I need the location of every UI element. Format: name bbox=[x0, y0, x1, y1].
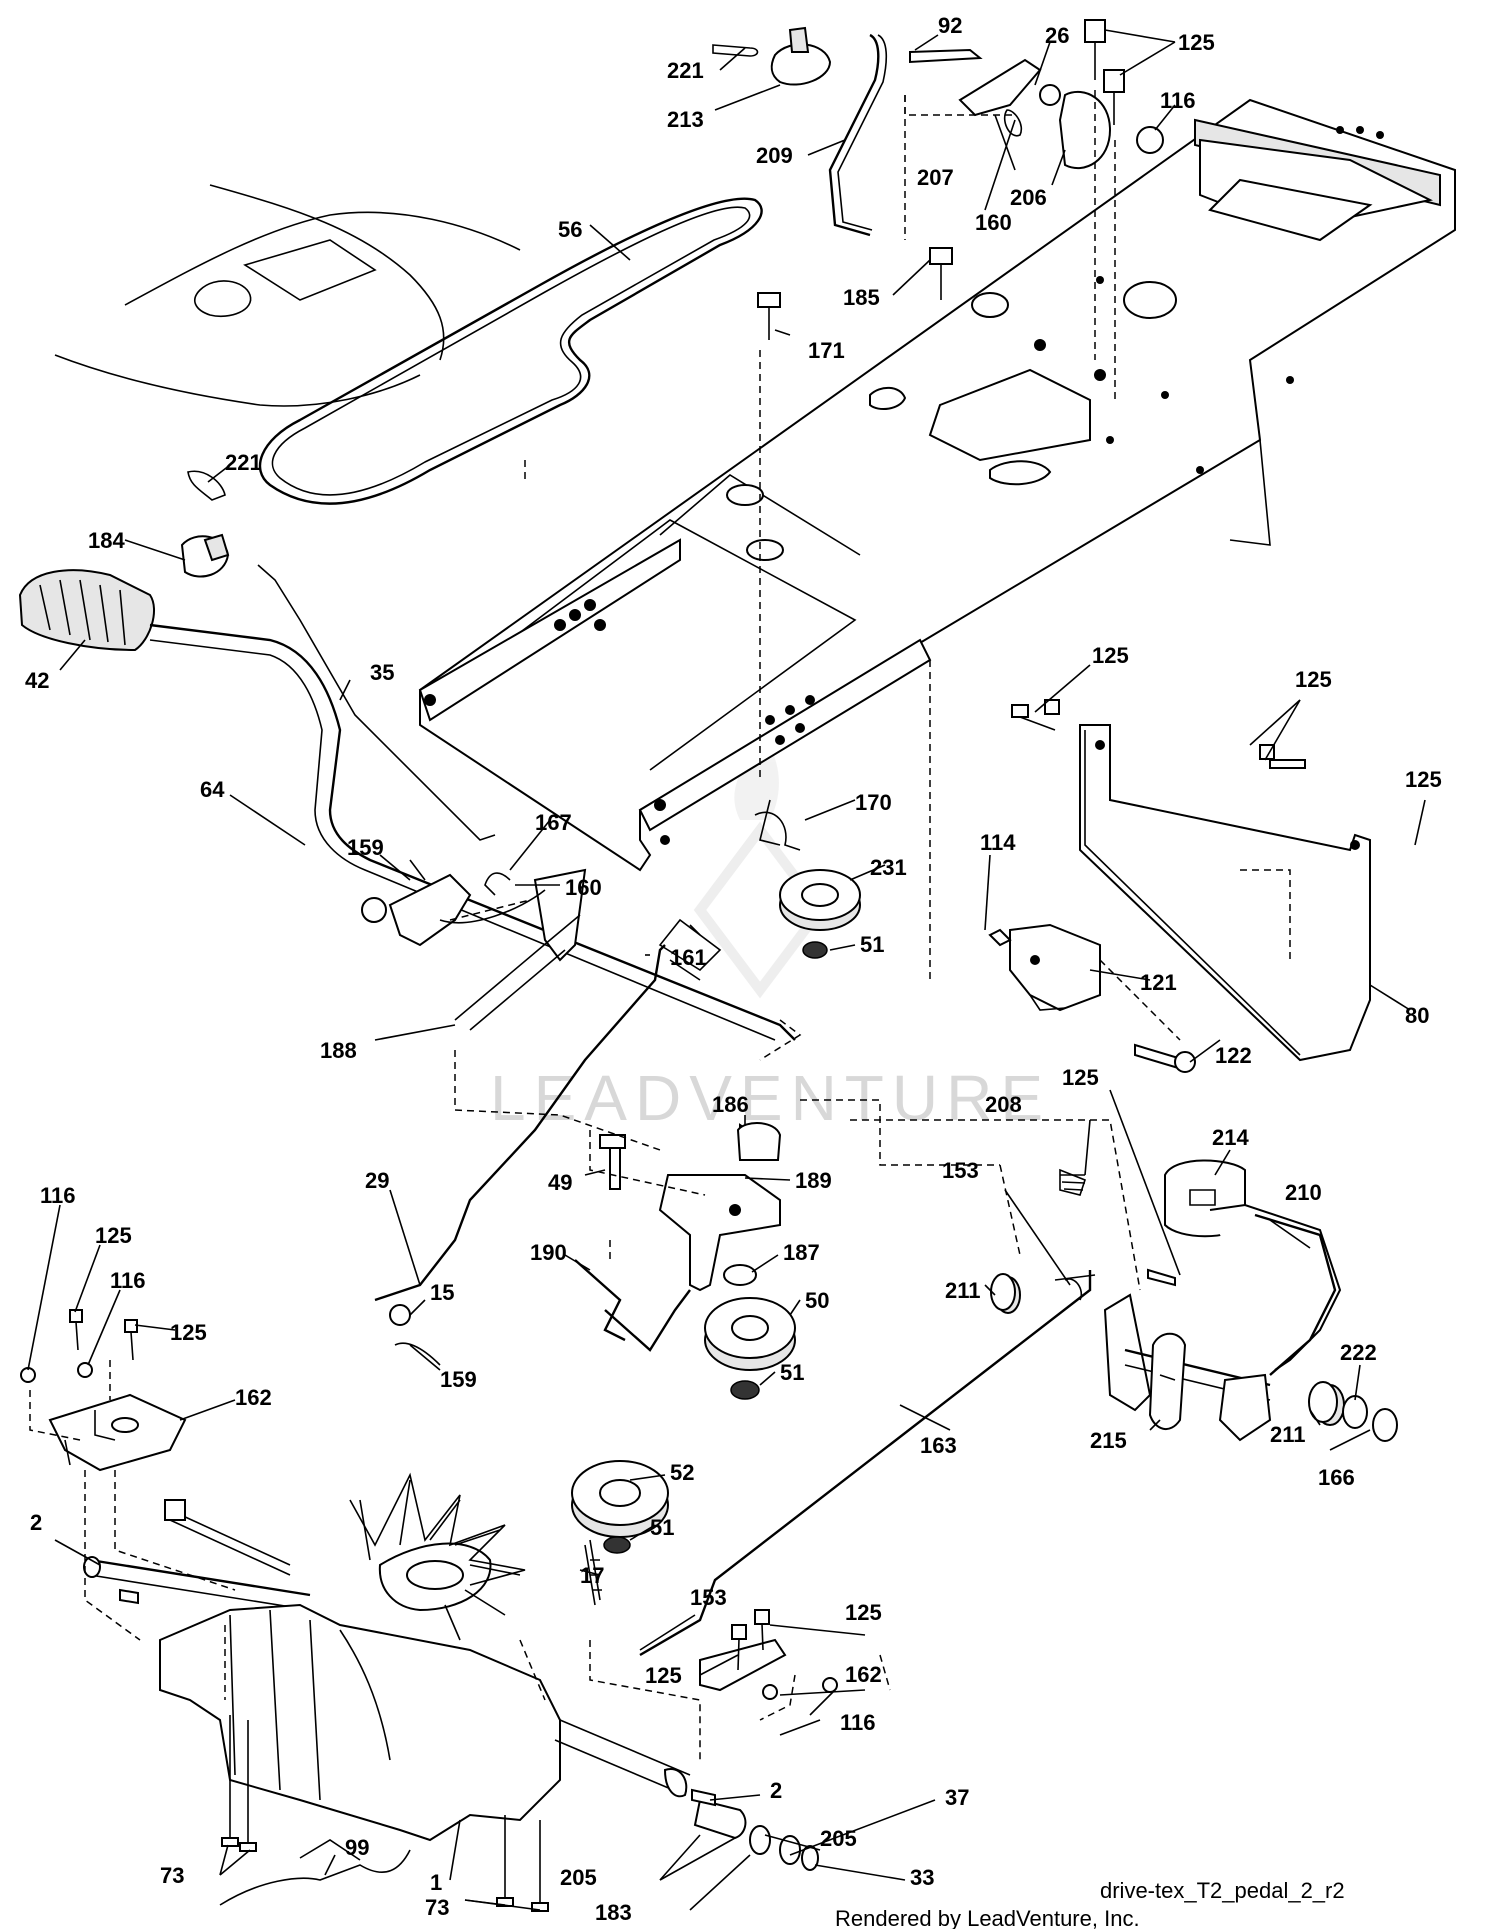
callout-209: 209 bbox=[756, 143, 793, 168]
callout-184: 184 bbox=[88, 528, 125, 553]
callout-15: 15 bbox=[430, 1280, 454, 1305]
callout-121: 121 bbox=[1140, 970, 1177, 995]
callout-125-b1: 125 bbox=[845, 1600, 882, 1625]
callout-153-low: 153 bbox=[690, 1585, 727, 1610]
callout-160-top: 160 bbox=[975, 210, 1012, 235]
callout-222: 222 bbox=[1340, 1340, 1377, 1365]
callout-210: 210 bbox=[1285, 1180, 1322, 1205]
callout-183: 183 bbox=[595, 1900, 632, 1925]
callout-64: 64 bbox=[200, 777, 225, 802]
callout-160-mid: 160 bbox=[565, 875, 602, 900]
callout-125-b2: 125 bbox=[645, 1663, 682, 1688]
callout-125-r3: 125 bbox=[1405, 767, 1442, 792]
callout-125-r1: 125 bbox=[1092, 643, 1129, 668]
callout-190: 190 bbox=[530, 1240, 567, 1265]
callout-35: 35 bbox=[370, 660, 394, 685]
transaxle-assembly bbox=[83, 1472, 819, 1912]
callout-171: 171 bbox=[808, 338, 845, 363]
callout-205-left: 205 bbox=[560, 1865, 597, 1890]
callout-125-top: 125 bbox=[1178, 30, 1215, 55]
shift-lever-assembly bbox=[712, 19, 1164, 340]
callout-221-left: 221 bbox=[225, 450, 262, 475]
callout-125-l1: 125 bbox=[95, 1223, 132, 1248]
callout-206: 206 bbox=[1010, 185, 1047, 210]
callout-80: 80 bbox=[1405, 1003, 1429, 1028]
callout-213: 213 bbox=[667, 107, 704, 132]
deck-body-outline bbox=[54, 184, 521, 407]
callout-2-right: 2 bbox=[770, 1778, 782, 1803]
pedal-assembly bbox=[990, 1159, 1398, 1442]
callout-37: 37 bbox=[945, 1785, 969, 1810]
callout-labels: 221 213 209 92 26 125 116 207 160 206 56… bbox=[25, 13, 1442, 1925]
callout-73-bottom: 73 bbox=[425, 1895, 449, 1920]
callout-99: 99 bbox=[345, 1835, 369, 1860]
callout-162-right: 162 bbox=[845, 1662, 882, 1687]
callout-159-mid: 159 bbox=[347, 835, 384, 860]
callout-166: 166 bbox=[1318, 1465, 1355, 1490]
callout-52: 52 bbox=[670, 1460, 694, 1485]
callout-17: 17 bbox=[580, 1563, 604, 1588]
callout-51-mid: 51 bbox=[780, 1360, 804, 1385]
callout-73-left: 73 bbox=[160, 1863, 184, 1888]
callout-159-low: 159 bbox=[440, 1367, 477, 1392]
callout-42: 42 bbox=[25, 668, 49, 693]
callout-211-left: 211 bbox=[945, 1278, 981, 1303]
rendered-by-credit: Rendered by LeadVenture, Inc. bbox=[835, 1906, 1140, 1929]
alignment-lines bbox=[29, 90, 1291, 1760]
callout-207: 207 bbox=[917, 165, 954, 190]
callout-116-l1: 116 bbox=[40, 1183, 76, 1208]
callout-29: 29 bbox=[365, 1168, 389, 1193]
drawing-id: drive-tex_T2_pedal_2_r2 bbox=[1100, 1878, 1345, 1903]
callout-116-l2: 116 bbox=[110, 1268, 146, 1293]
callout-49: 49 bbox=[548, 1170, 572, 1195]
frame-chassis bbox=[418, 98, 1456, 872]
callout-187: 187 bbox=[783, 1240, 820, 1265]
callout-92: 92 bbox=[938, 13, 962, 38]
callout-1: 1 bbox=[430, 1870, 442, 1895]
callout-125-r2: 125 bbox=[1295, 667, 1332, 692]
watermark-text: LEADVENTURE bbox=[490, 1062, 1051, 1134]
callout-211-right: 211 bbox=[1270, 1422, 1306, 1447]
drive-belt bbox=[258, 197, 763, 505]
callout-33: 33 bbox=[910, 1865, 934, 1890]
callout-162-left: 162 bbox=[235, 1385, 272, 1410]
callout-208: 208 bbox=[985, 1092, 1022, 1117]
callout-51-top: 51 bbox=[860, 932, 884, 957]
rear-bracket-assembly bbox=[988, 699, 1371, 1073]
callout-188: 188 bbox=[320, 1038, 357, 1063]
callout-186: 186 bbox=[712, 1092, 749, 1117]
callout-2-left: 2 bbox=[30, 1510, 42, 1535]
callout-189: 189 bbox=[795, 1168, 832, 1193]
callout-125-l2: 125 bbox=[170, 1320, 207, 1345]
callout-51-low: 51 bbox=[650, 1515, 674, 1540]
callout-231: 231 bbox=[870, 855, 907, 880]
callout-50: 50 bbox=[805, 1288, 829, 1313]
leader-lines bbox=[27, 29, 1426, 1911]
callout-125-pedal: 125 bbox=[1062, 1065, 1099, 1090]
callout-56: 56 bbox=[558, 217, 582, 242]
callout-116-top: 116 bbox=[1160, 88, 1196, 113]
callout-221-top: 221 bbox=[667, 58, 704, 83]
transaxle-brackets bbox=[20, 1309, 838, 1700]
steering-lever-assembly bbox=[18, 470, 796, 1041]
callout-153-mid: 153 bbox=[942, 1158, 979, 1183]
callout-161: 161 bbox=[670, 945, 707, 970]
callout-215: 215 bbox=[1090, 1428, 1127, 1453]
callout-26: 26 bbox=[1045, 23, 1069, 48]
callout-116-b: 116 bbox=[840, 1710, 876, 1735]
callout-163: 163 bbox=[920, 1433, 957, 1458]
pulley-assembly bbox=[571, 799, 861, 1606]
callout-185: 185 bbox=[843, 285, 880, 310]
callout-170: 170 bbox=[855, 790, 892, 815]
callout-167: 167 bbox=[535, 810, 572, 835]
callout-114: 114 bbox=[980, 830, 1016, 855]
callout-205-right: 205 bbox=[820, 1826, 857, 1851]
callout-122: 122 bbox=[1215, 1043, 1252, 1068]
callout-214: 214 bbox=[1212, 1125, 1249, 1150]
